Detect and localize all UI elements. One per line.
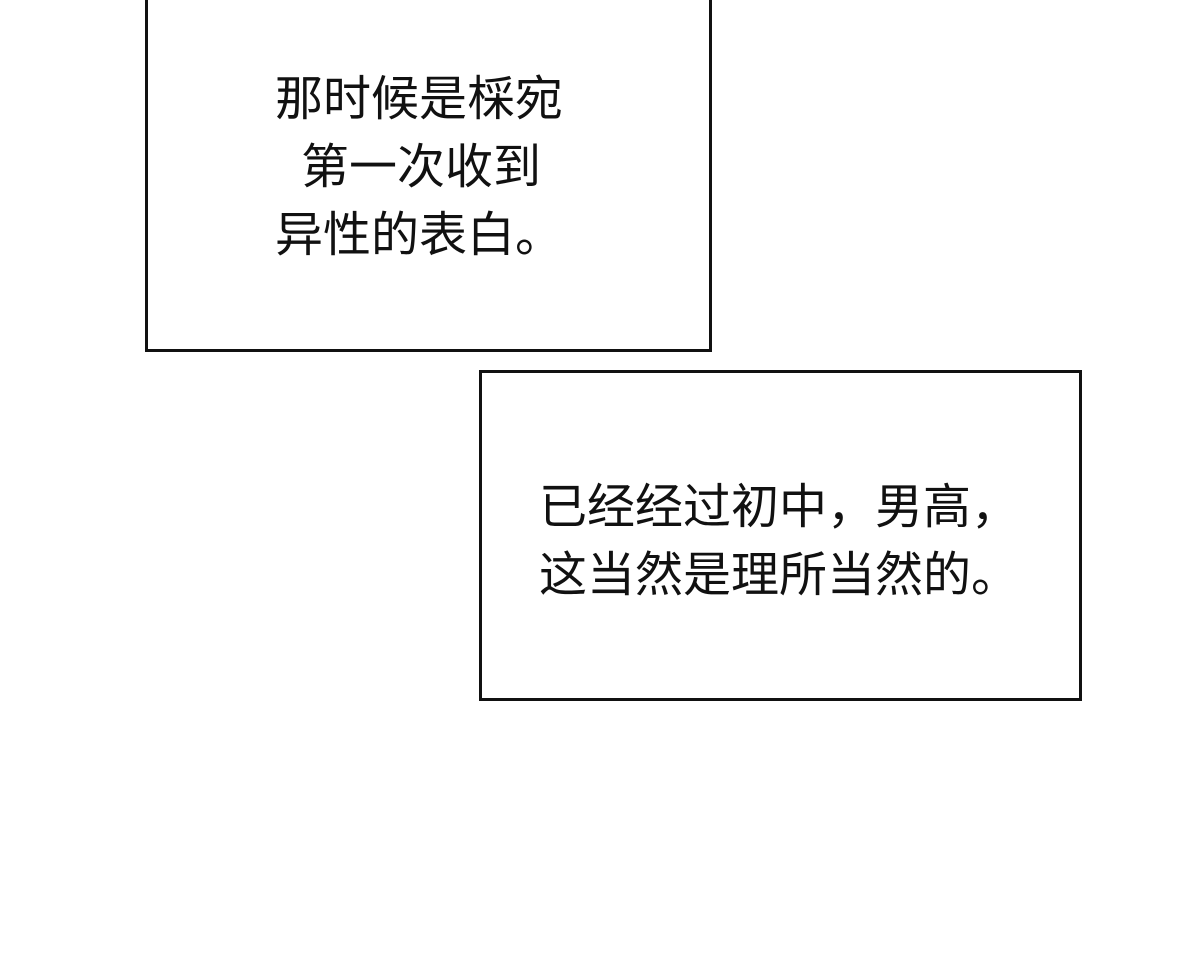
- narration-text-1: 那时候是棌宛 第一次收到 异性的表白。: [275, 65, 563, 269]
- narration-line: 已经经过初中，男高，: [539, 479, 1020, 535]
- narration-line: 那时候是棌宛: [275, 71, 564, 127]
- narration-box-2: 已经经过初中，男高， 这当然是理所当然的。: [479, 370, 1082, 701]
- narration-line: 第一次收到: [301, 139, 542, 195]
- narration-box-1: 那时候是棌宛 第一次收到 异性的表白。: [145, 0, 712, 352]
- narration-text-2: 已经经过初中，男高， 这当然是理所当然的。: [539, 473, 1019, 609]
- narration-line: 这当然是理所当然的。: [539, 547, 1020, 603]
- narration-line: 异性的表白。: [275, 207, 564, 263]
